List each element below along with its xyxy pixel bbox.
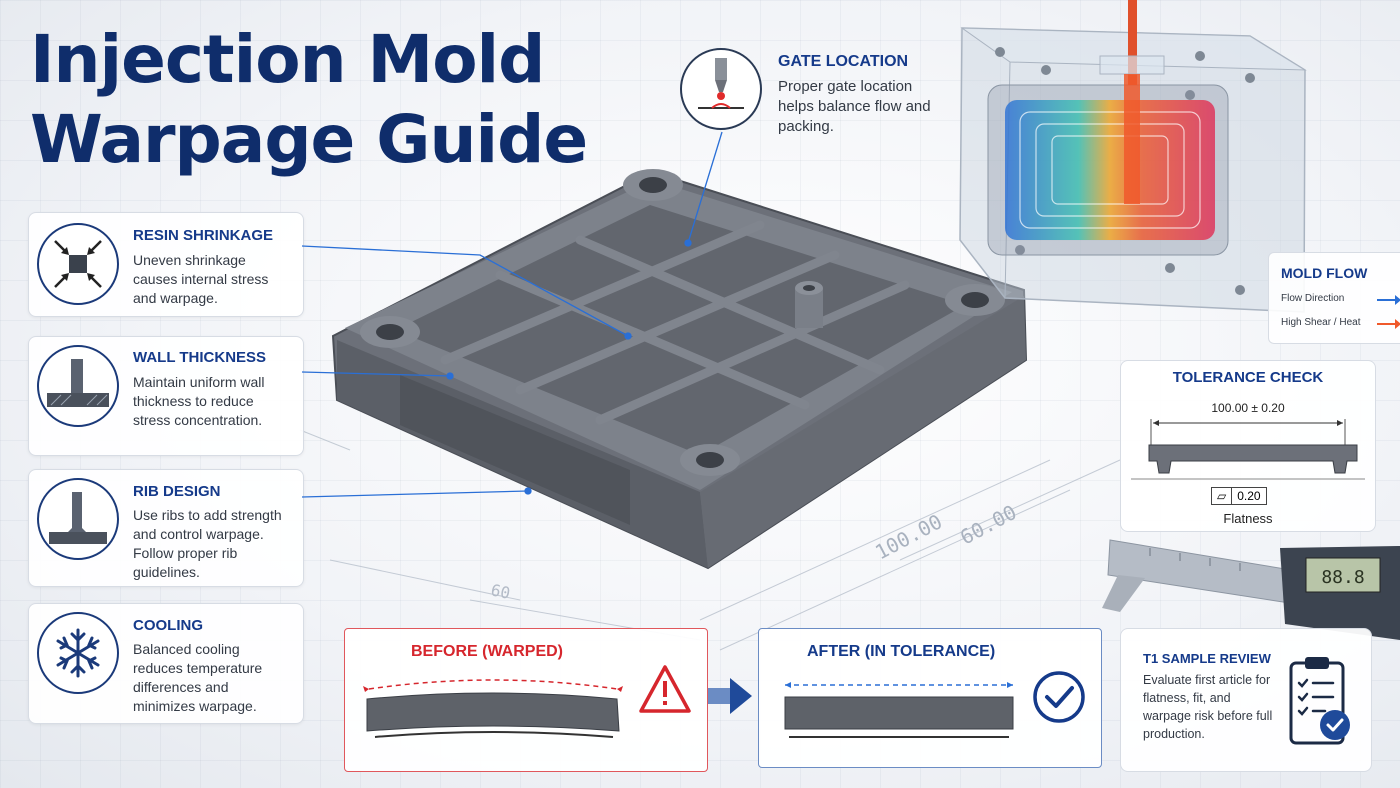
dim-label-60b: 60 xyxy=(489,580,512,603)
arrow-right-icon xyxy=(708,678,752,714)
flow-direction-arrow-icon xyxy=(1377,295,1400,305)
mold-flow-legend: MOLD FLOW Flow Direction High Shear / He… xyxy=(1268,252,1400,344)
legend-flow-direction: Flow Direction xyxy=(1281,293,1345,304)
title-line-1: Injection Mold xyxy=(30,21,545,98)
warning-icon xyxy=(639,665,691,713)
tolerance-check-panel: TOLERANCE CHECK 100.00 ± 0.20 ⏥ 0.20 Fla… xyxy=(1120,360,1376,532)
check-circle-icon xyxy=(1033,671,1085,723)
title-line-2: Warpage Guide xyxy=(30,101,588,178)
card-text: Balanced cooling reduces temperature dif… xyxy=(133,641,263,714)
flat-part xyxy=(784,682,1014,738)
card-text: Maintain uniform wall thickness to reduc… xyxy=(133,374,265,428)
card-rib-design: RIB DESIGN Use ribs to add strength and … xyxy=(28,469,304,587)
tolerance-profile xyxy=(1131,419,1365,480)
high-shear-arrow-icon xyxy=(1377,319,1400,329)
t1-sample-review-panel: T1 SAMPLE REVIEW Evaluate first article … xyxy=(1120,628,1372,772)
caliper-display: 88.8 xyxy=(1321,567,1364,588)
tolerance-title: TOLERANCE CHECK xyxy=(1172,369,1324,386)
page-title: Injection Mold Warpage Guide xyxy=(30,20,588,180)
gate-location-text: Proper gate location helps balance flow … xyxy=(778,78,931,135)
card-title: WALL THICKNESS xyxy=(133,349,267,366)
rib-section-icon xyxy=(37,478,119,560)
card-text: Use ribs to add strength and control war… xyxy=(133,507,282,580)
shrink-arrows-icon xyxy=(37,223,119,305)
card-wall-thickness: WALL THICKNESS Maintain uniform wall thi… xyxy=(28,336,304,456)
clipboard-check-icon xyxy=(1289,657,1350,745)
card-title: COOLING xyxy=(133,617,203,634)
part-floor xyxy=(395,205,965,455)
legend-high-shear: High Shear / Heat xyxy=(1281,317,1361,328)
gate-location-title: GATE LOCATION xyxy=(778,53,909,70)
card-text: Uneven shrinkage causes internal stress … xyxy=(133,252,269,306)
wall-section-icon xyxy=(37,345,119,427)
part-right-face xyxy=(700,296,1026,568)
warped-part xyxy=(363,679,623,738)
card-title: RIB DESIGN xyxy=(133,483,221,500)
tolerance-dimension: 100.00 ± 0.20 xyxy=(1211,401,1285,415)
card-cooling: COOLING Balanced cooling reduces tempera… xyxy=(28,603,304,724)
flatness-label: Flatness xyxy=(1223,511,1273,526)
after-title: AFTER (IN TOLERANCE) xyxy=(807,643,996,660)
gate-nozzle-icon xyxy=(680,48,762,130)
before-panel: BEFORE (WARPED) xyxy=(344,628,708,772)
flatness-symbol-icon: ⏥ xyxy=(1217,489,1227,503)
t1-text: Evaluate first article for flatness, fit… xyxy=(1143,673,1273,741)
card-title: RESIN SHRINKAGE xyxy=(133,227,274,244)
card-resin-shrinkage: RESIN SHRINKAGE Uneven shrinkage causes … xyxy=(28,212,304,317)
snowflake-icon xyxy=(37,612,119,694)
t1-title: T1 SAMPLE REVIEW xyxy=(1143,651,1271,666)
flatness-value: 0.20 xyxy=(1231,488,1265,504)
mold-flow-title: MOLD FLOW xyxy=(1281,265,1368,281)
before-title: BEFORE (WARPED) xyxy=(411,643,563,660)
after-panel: AFTER (IN TOLERANCE) xyxy=(758,628,1102,768)
flatness-callout: ⏥ 0.20 xyxy=(1211,487,1267,505)
